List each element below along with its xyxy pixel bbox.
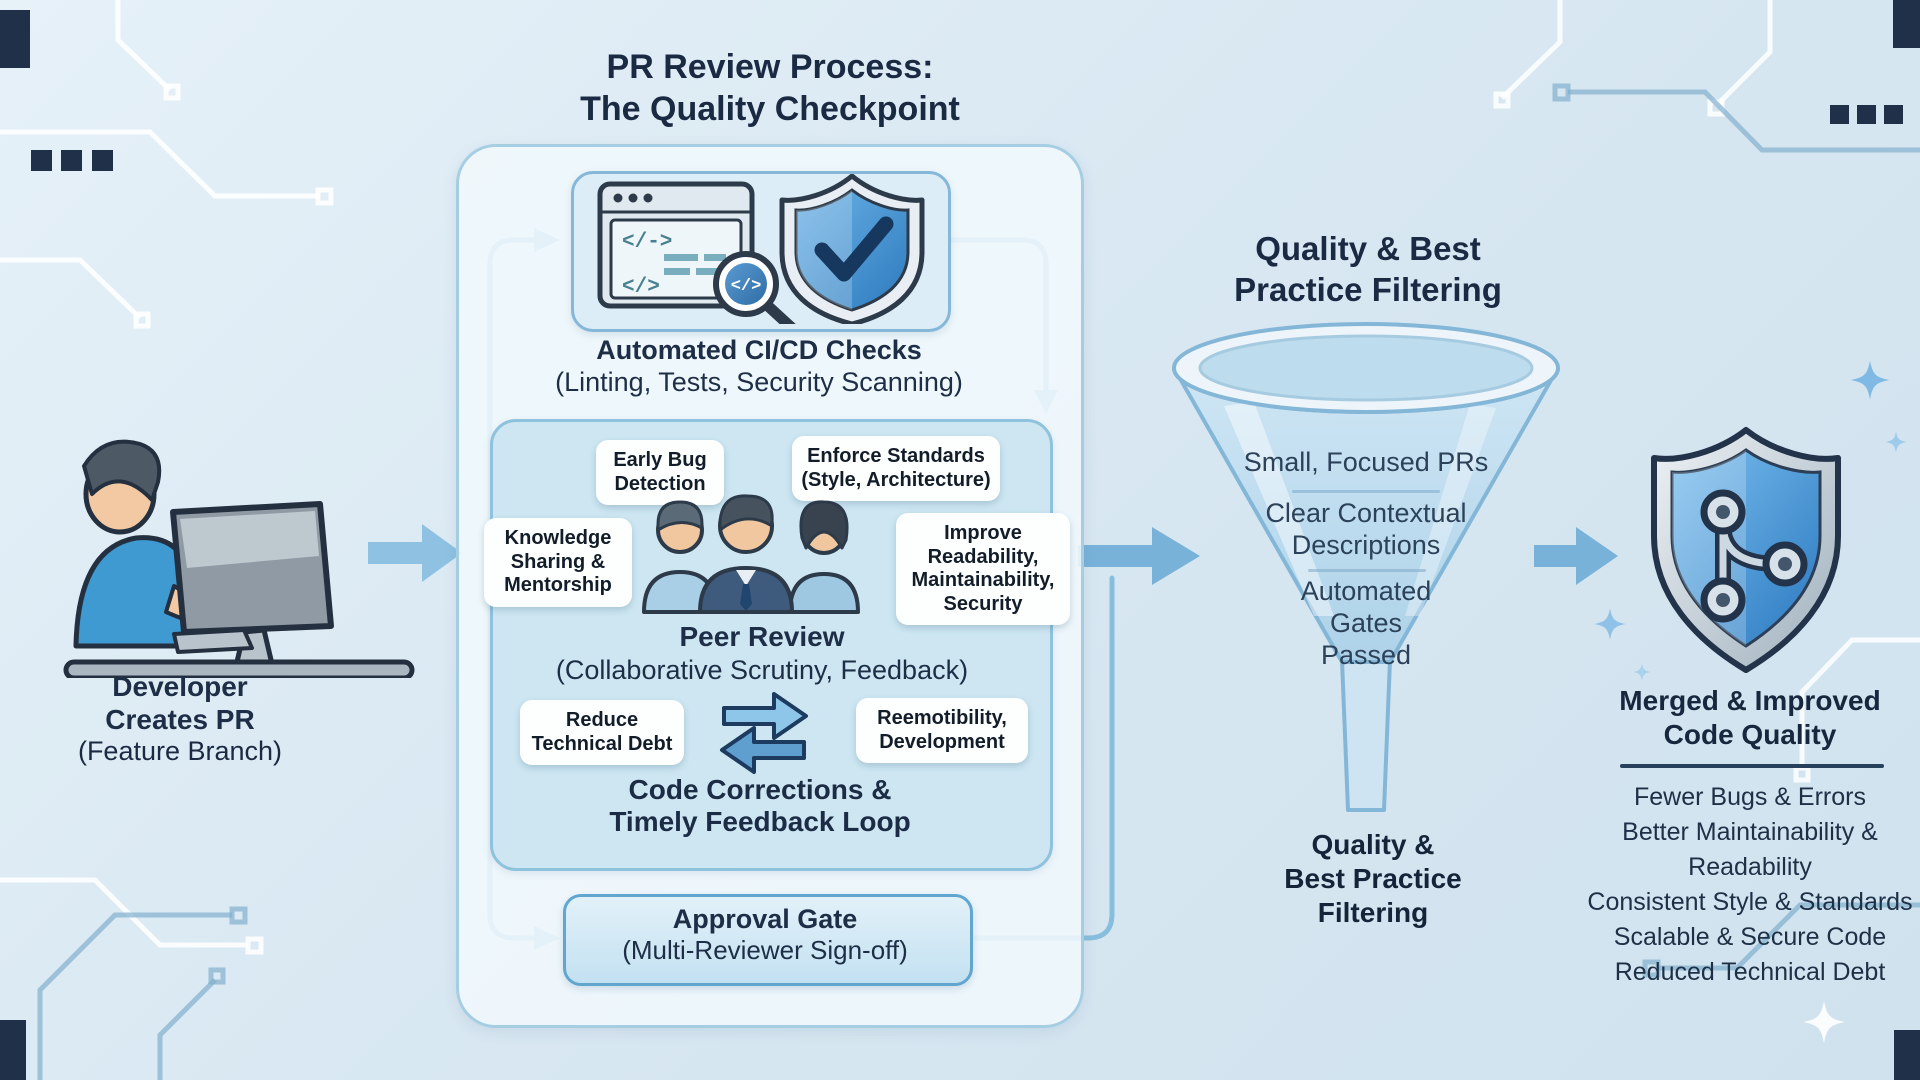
reviewer-left xyxy=(642,500,718,614)
page-title: PR Review Process: The Quality Checkpoin… xyxy=(580,48,960,129)
deco-square xyxy=(61,150,82,171)
peer-review-caption: Peer Review (Collaborative Scrutiny, Fee… xyxy=(532,620,992,686)
desk-icon xyxy=(63,659,415,678)
merge-shield-icon xyxy=(1651,427,1841,673)
deco-square xyxy=(31,150,52,171)
approval-title: Approval Gate xyxy=(672,904,858,934)
developer-title: Developer Creates PR xyxy=(105,671,255,736)
corner-block-bottom-left xyxy=(0,1020,26,1080)
arrow-funnel-to-outcome xyxy=(1534,527,1618,585)
peer-review-title: Peer Review xyxy=(679,621,845,652)
deco-square xyxy=(1830,105,1849,124)
cicd-title: Automated CI/CD Checks xyxy=(596,335,922,365)
outcome-list: Fewer Bugs & Errors Better Maintainabili… xyxy=(1578,780,1920,990)
funnel-item: Clear Contextual Descriptions xyxy=(1265,498,1467,560)
developer-at-computer-illustration xyxy=(63,439,415,678)
approval-gate-card xyxy=(563,894,973,986)
arrow-developer-to-pipeline xyxy=(368,524,462,582)
outcome-item: Consistent Style & Standards xyxy=(1587,888,1913,916)
arrow-pipeline-to-funnel xyxy=(1078,527,1200,585)
feedback-loop-icon xyxy=(720,692,808,774)
funnel-item: Automated Gates Passed xyxy=(1300,576,1432,670)
sparkle-icon xyxy=(1850,360,1890,400)
sparkle-icon xyxy=(1633,663,1651,681)
bubble-remote-development: Reemotibility, Development xyxy=(856,698,1028,764)
corner-block-top-left xyxy=(0,10,30,68)
keyboard-icon xyxy=(172,628,254,654)
sparkle-icon xyxy=(1885,431,1907,453)
funnel-item: Small, Focused PRs xyxy=(1243,447,1489,477)
funnel-footer-label: Quality & Best Practice Filtering xyxy=(1284,829,1462,929)
funnel-icon xyxy=(1172,322,1560,812)
code-window-icon: </-> </> </> xyxy=(597,181,798,334)
corner-block-top-right xyxy=(1893,0,1920,48)
funnel-header: Quality & Best Practice Filtering xyxy=(1234,230,1502,309)
outcome-title: Merged & Improved Code Quality xyxy=(1619,685,1881,751)
svg-text:</>: </> xyxy=(731,277,762,296)
reviewer-right xyxy=(788,500,860,614)
funnel-divider xyxy=(1308,569,1426,572)
bubble-enforce-standards: Enforce Standards (Style, Architecture) xyxy=(792,436,1000,502)
cicd-subtitle: (Linting, Tests, Security Scanning) xyxy=(555,367,963,398)
outcome-item: Fewer Bugs & Errors xyxy=(1633,783,1866,811)
outcome-item: Better Maintainability & Readability xyxy=(1622,818,1878,881)
reviewer-center xyxy=(698,494,794,614)
bubble-knowledge-sharing: Knowledge Sharing & Mentorship xyxy=(484,518,632,607)
approval-subtitle: (Multi-Reviewer Sign-off) xyxy=(622,935,908,966)
shield-check-icon xyxy=(779,173,925,327)
git-branch-icon xyxy=(1700,489,1808,623)
peer-review-subtitle: (Collaborative Scrutiny, Feedback) xyxy=(555,654,969,685)
outcome-divider xyxy=(1620,764,1884,768)
cicd-caption: Automated CI/CD Checks (Linting, Tests, … xyxy=(519,334,999,399)
cicd-icons: </-> </> </> xyxy=(597,173,925,334)
reviewers-icon xyxy=(642,494,860,614)
bubble-reduce-technical-debt: Reduce Technical Debt xyxy=(520,700,684,766)
magnifier-icon: </> xyxy=(713,251,798,334)
cicd-card: </-> </> </> xyxy=(571,171,951,334)
approval-caption: Approval Gate (Multi-Reviewer Sign-off) xyxy=(563,903,967,967)
deco-square xyxy=(1857,105,1876,124)
sparkle-icon xyxy=(1594,608,1626,640)
deco-square xyxy=(92,150,113,171)
sparkle-icon xyxy=(1803,1001,1845,1043)
bubble-improve-readability: Improve Readability, Maintainability, Se… xyxy=(896,513,1070,626)
funnel-divider xyxy=(1292,490,1440,493)
svg-text:</>: </> xyxy=(622,276,660,299)
developer-subtitle: (Feature Branch) xyxy=(77,736,283,767)
developer-label: Developer Creates PR (Feature Branch) xyxy=(40,670,320,768)
connector-approval-to-funnel xyxy=(964,575,1115,941)
deco-square xyxy=(1884,105,1903,124)
feedback-loop-title: Code Corrections & Timely Feedback Loop xyxy=(609,774,911,838)
svg-text:</->: </-> xyxy=(622,231,672,254)
bubble-early-bug-detection: Early Bug Detection xyxy=(596,440,724,506)
outcome-item: Scalable & Secure Code xyxy=(1613,923,1887,951)
outcome-item: Reduced Technical Debt xyxy=(1614,958,1886,986)
corner-block-bottom-right xyxy=(1894,1030,1920,1080)
